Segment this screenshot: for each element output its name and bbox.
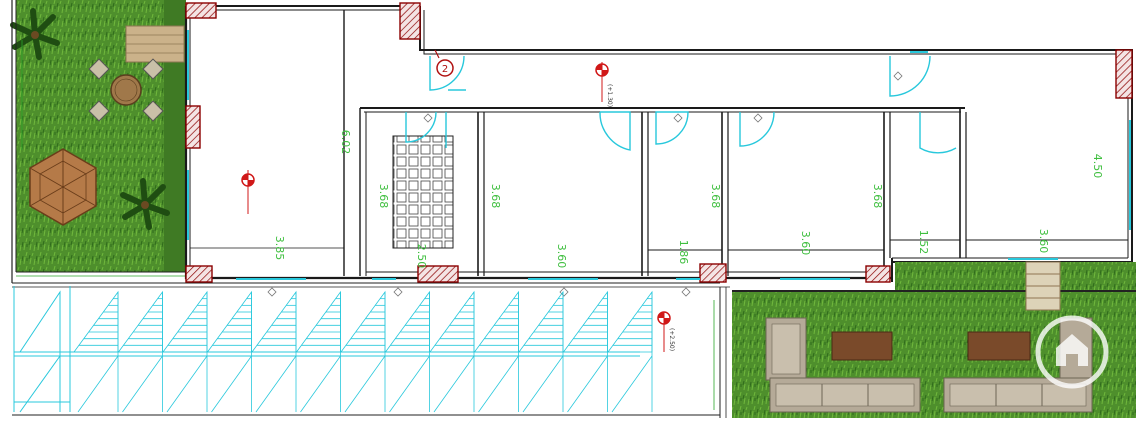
- boundary-lines: [11, 0, 730, 418]
- columns: [185, 2, 1133, 283]
- level-label: (+2.50): [668, 328, 675, 351]
- column: [185, 105, 201, 149]
- column: [1115, 49, 1133, 99]
- bathroom-tiles: [393, 136, 453, 248]
- level-marker: (+2.50): [657, 311, 675, 352]
- gate-symbols: [267, 71, 903, 297]
- stair-number: 2: [442, 64, 448, 75]
- dimension-label: 3.68: [871, 184, 884, 209]
- column: [185, 2, 217, 19]
- dimension-labels: 6.02 3.85 3.68 3.68 3.68 3.68 2.50 3.60 …: [273, 130, 1104, 269]
- column: [399, 2, 421, 40]
- doors: [405, 55, 957, 154]
- column: [699, 263, 727, 283]
- dimension-label: 1.86: [677, 240, 690, 265]
- dimension-label: 1.52: [917, 230, 930, 255]
- table-icon: [967, 331, 1031, 361]
- right-garden: [732, 261, 1136, 418]
- gate-leaves: [73, 290, 653, 413]
- steps: [1025, 261, 1061, 311]
- stair-marker: 2: [434, 49, 454, 77]
- column: [865, 265, 891, 283]
- gate-leaf: [473, 290, 519, 413]
- folding-gate: [13, 286, 640, 413]
- windows: [187, 30, 1131, 280]
- gate-leaf: [340, 290, 386, 413]
- wood-deck: [125, 25, 185, 63]
- gate-leaf: [518, 290, 564, 413]
- logo-house-icon: [1035, 315, 1109, 389]
- dimension-label: 3.60: [1037, 229, 1050, 254]
- level-marker: (+1.30): [595, 62, 613, 107]
- level-marker: [241, 170, 255, 214]
- palm-tree-icon: [10, 8, 60, 60]
- gate-leaf: [429, 290, 475, 413]
- gate-leaf: [206, 290, 252, 413]
- level-label: (+1.30): [606, 84, 613, 107]
- column: [417, 265, 459, 283]
- gate-leaf: [117, 290, 163, 413]
- gate-leaf: [73, 290, 119, 413]
- gate-leaf: [607, 290, 653, 413]
- dimension-label: 3.85: [273, 236, 286, 261]
- gate-leaf: [251, 290, 297, 413]
- gate-leaf: [384, 290, 430, 413]
- green-guides: [16, 40, 715, 410]
- dimension-label: 3.60: [555, 244, 568, 269]
- sofa-icon: [765, 317, 921, 413]
- palm-tree-icon: [120, 178, 170, 230]
- gate-leaf: [562, 290, 608, 413]
- column: [185, 265, 213, 283]
- dimension-label: 3.68: [377, 184, 390, 209]
- dimension-label: 2.50: [415, 244, 428, 269]
- gate-leaf: [162, 290, 208, 413]
- dimension-label: 4.50: [1091, 154, 1104, 179]
- left-garden: [10, 0, 186, 272]
- gate-leaf: [295, 290, 341, 413]
- table-icon: [831, 331, 893, 361]
- dimension-label: 6.02: [339, 130, 352, 155]
- dimension-label: 3.68: [489, 184, 502, 209]
- dimension-label: 3.68: [709, 184, 722, 209]
- table-icon: [88, 58, 164, 122]
- gazebo-icon: [29, 148, 97, 226]
- dimension-label: 3.60: [799, 231, 812, 256]
